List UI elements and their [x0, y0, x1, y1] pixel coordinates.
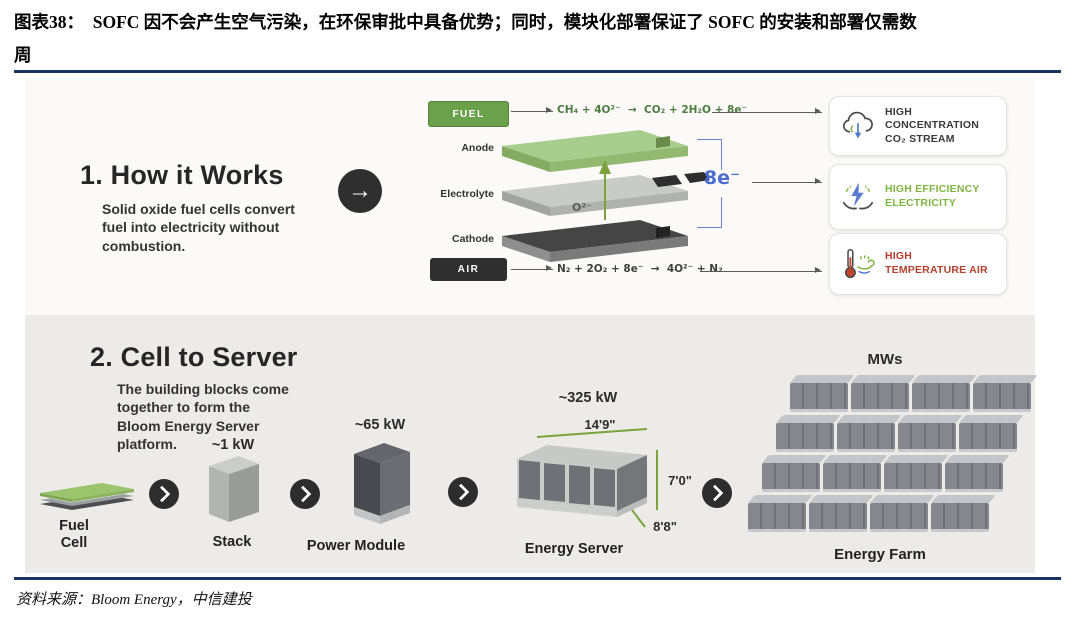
co2-stream-label: HIGH CONCENTRATION CO₂ STREAM — [885, 105, 979, 145]
section2-description: The building blocks come together to for… — [117, 381, 289, 453]
power-module-capacity: ~65 kW — [354, 417, 406, 433]
temperature-air-card: HIGH TEMPERATURE AIR — [829, 233, 1007, 295]
power-module-illustration — [354, 443, 410, 524]
fuel-cell-layers-illustration — [502, 130, 710, 262]
energy-farm-block — [884, 463, 942, 492]
electricity-icon — [838, 178, 878, 216]
co2-capture-icon — [838, 107, 878, 145]
electricity-output-arrow — [752, 178, 822, 185]
fuel-cell-label: Fuel Cell — [59, 518, 89, 552]
arrow-glyph: → — [348, 177, 372, 204]
chevron-right-icon — [448, 477, 478, 507]
energy-farm-block — [809, 503, 867, 532]
power-module-label: Power Module — [306, 538, 406, 554]
arrow-right-icon: → — [338, 169, 382, 213]
chevron-right-icon — [702, 478, 732, 508]
energy-farm-block — [870, 503, 928, 532]
stack-label: Stack — [212, 534, 252, 550]
chevron-glyph — [153, 485, 171, 503]
energy-farm-block — [945, 463, 1003, 492]
stack-capacity: ~1 kW — [211, 437, 255, 453]
server-depth-dimension: 8'8" — [653, 519, 677, 534]
fuel-input-box: FUEL — [428, 101, 509, 127]
electricity-card: HIGH EFFICIENCY ELECTRICITY — [829, 164, 1007, 230]
energy-farm-block — [973, 383, 1031, 412]
energy-farm-block — [912, 383, 970, 412]
source-attribution: 资料来源：Bloom Energy，中信建投 — [16, 592, 252, 608]
fuel-reaction-equation: CH₄ + 4O²⁻ → CO₂ + 2H₂O + 8e⁻ — [557, 104, 748, 116]
air-output-arrow — [700, 267, 822, 274]
energy-farm-capacity: MWs — [867, 351, 903, 368]
energy-farm-block — [748, 503, 806, 532]
chevron-glyph — [294, 485, 312, 503]
energy-farm-block — [898, 423, 956, 452]
energy-server-capacity: ~325 kW — [558, 390, 618, 406]
section1-description: Solid oxide fuel cells convert fuel into… — [102, 201, 295, 254]
section1-heading: 1. How it Works — [80, 160, 284, 190]
stack-illustration — [209, 456, 259, 522]
energy-server-illustration — [517, 428, 658, 528]
section2-heading: 2. Cell to Server — [90, 342, 298, 372]
electron-bracket — [697, 227, 722, 228]
energy-farm-block — [790, 383, 848, 412]
fuel-cell-illustration — [40, 483, 134, 510]
top-divider — [14, 70, 1061, 73]
electron-bracket — [721, 197, 722, 228]
chevron-right-icon — [149, 479, 179, 509]
server-height-dimension: 7'0" — [668, 473, 692, 488]
co2-output-arrow — [712, 108, 822, 115]
server-width-dimension: 14'9" — [584, 417, 616, 432]
temperature-air-label: HIGH TEMPERATURE AIR — [885, 250, 988, 276]
electricity-label: HIGH EFFICIENCY ELECTRICITY — [885, 183, 980, 209]
energy-farm-block — [762, 463, 820, 492]
temperature-icon — [838, 245, 878, 283]
bottom-divider — [14, 577, 1061, 580]
oxygen-ion-label: O²⁻ — [572, 201, 592, 214]
air-label: AIR — [457, 264, 480, 275]
air-input-box: AIR — [430, 258, 507, 281]
energy-farm-block — [851, 383, 909, 412]
air-arrow-line — [511, 265, 553, 272]
energy-farm-illustration — [740, 375, 1040, 545]
cathode-label: Cathode — [452, 233, 494, 245]
chevron-glyph — [706, 484, 724, 502]
electron-bracket — [697, 139, 722, 140]
chevron-glyph — [452, 483, 470, 501]
electrolyte-label: Electrolyte — [440, 188, 494, 200]
energy-farm-block — [959, 423, 1017, 452]
chevron-right-icon — [290, 479, 320, 509]
electron-count-label: 8e⁻ — [703, 167, 741, 189]
energy-farm-block — [776, 423, 834, 452]
fuel-label: FUEL — [452, 108, 485, 120]
energy-farm-block — [931, 503, 989, 532]
energy-server-label: Energy Server — [524, 541, 624, 557]
co2-stream-card: HIGH CONCENTRATION CO₂ STREAM — [829, 96, 1007, 156]
anode-label: Anode — [461, 142, 494, 154]
energy-farm-label: Energy Farm — [834, 546, 926, 563]
energy-farm-block — [837, 423, 895, 452]
energy-farm-block — [823, 463, 881, 492]
air-reaction-equation: N₂ + 2O₂ + 8e⁻ → 4O²⁻ + N₂ — [557, 263, 723, 275]
figure-caption: 图表38： SOFC 因不会产生空气污染，在环保审批中具备优势；同时，模块化部署… — [14, 12, 917, 65]
fuel-arrow-line — [511, 107, 553, 114]
electron-bracket — [721, 139, 722, 170]
